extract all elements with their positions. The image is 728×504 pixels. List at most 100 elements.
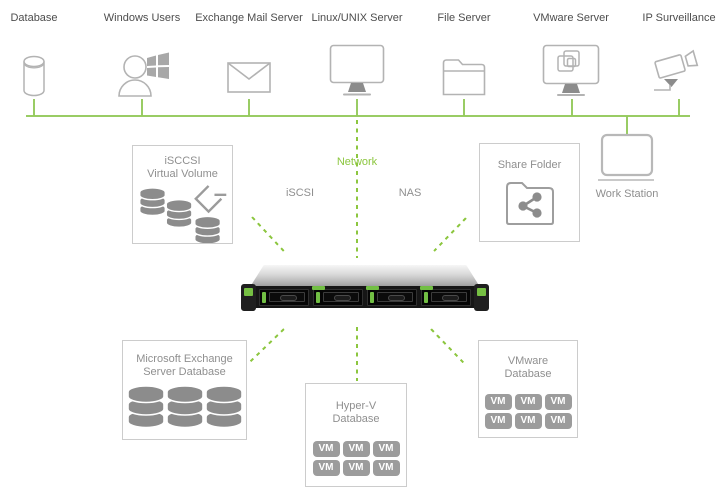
bus-tick bbox=[33, 99, 35, 116]
dashed-line-iscsi-to-nas bbox=[251, 216, 286, 253]
vm-badge: VM bbox=[372, 440, 400, 457]
panel-accent bbox=[366, 285, 379, 290]
dashed-line-sharefolder-to-nas bbox=[433, 217, 467, 252]
vm-badge-grid: VM VM VM VM VM VM bbox=[480, 392, 576, 430]
box-title-line2: Database bbox=[332, 413, 380, 425]
drive-handle bbox=[388, 295, 406, 301]
network-label: Network bbox=[336, 156, 378, 168]
drive-latch bbox=[424, 291, 428, 303]
rack-ear-right bbox=[474, 284, 489, 311]
bus-tick bbox=[141, 99, 143, 116]
vm-badge: VM bbox=[544, 393, 572, 410]
dashed-line-network-to-nas bbox=[356, 120, 358, 258]
box-title-line2: Virtual Volume bbox=[147, 168, 218, 180]
vmware-database-box: VMware Database VM VM VM VM VM VM bbox=[478, 340, 578, 438]
box-title: Share Folder bbox=[497, 159, 562, 171]
disk-stacks-diamond-icon bbox=[138, 185, 226, 243]
iscsi-label: iSCSI bbox=[285, 187, 315, 199]
ear-accent bbox=[477, 288, 486, 296]
windows-users-icon bbox=[118, 52, 169, 97]
vm-badge: VM bbox=[312, 459, 340, 476]
node-label: Windows Users bbox=[103, 12, 181, 24]
drive-handle bbox=[442, 295, 460, 301]
exchange-database-box: Microsoft Exchange Server Database bbox=[122, 340, 247, 440]
bus-tick bbox=[571, 99, 573, 116]
vm-badge: VM bbox=[484, 393, 512, 410]
nas-front-panel bbox=[242, 285, 488, 308]
drive-handle bbox=[334, 295, 352, 301]
vm-badge-grid: VM VM VM VM VM VM bbox=[308, 439, 404, 477]
box-title-line1: Microsoft Exchange bbox=[136, 353, 233, 365]
node-label: Database bbox=[10, 12, 58, 24]
node-database: Database bbox=[0, 12, 89, 98]
node-label: File Server bbox=[437, 12, 491, 24]
nas-rackmount-device bbox=[241, 264, 489, 312]
bus-tick bbox=[248, 99, 250, 116]
monitor-icon bbox=[329, 44, 385, 96]
drive-tray bbox=[377, 292, 413, 302]
node-label: VMware Server bbox=[533, 12, 609, 24]
box-title-line2: Server Database bbox=[143, 366, 226, 378]
node-vmware-server: VMware Server bbox=[516, 12, 626, 98]
drive-latch bbox=[316, 291, 320, 303]
vm-badge: VM bbox=[484, 412, 512, 429]
hyperv-database-box: Hyper-V Database VM VM VM VM VM VM bbox=[305, 383, 407, 487]
drive-latch bbox=[262, 291, 266, 303]
node-windows-users: Windows Users bbox=[87, 12, 197, 98]
vm-badge: VM bbox=[312, 440, 340, 457]
vm-badge: VM bbox=[372, 459, 400, 476]
vm-badge: VM bbox=[342, 440, 370, 457]
node-label: Exchange Mail Server bbox=[195, 12, 303, 24]
dashed-line-nas-to-hyperv bbox=[356, 327, 358, 381]
node-exchange-mail-server: Exchange Mail Server bbox=[194, 12, 304, 98]
database-stacks-icon bbox=[127, 386, 242, 429]
workstation-monitor-icon bbox=[600, 133, 654, 177]
share-folder-box: Share Folder bbox=[479, 143, 580, 242]
box-title-line1: VMware bbox=[507, 355, 549, 367]
workstation-base-line bbox=[598, 179, 654, 181]
node-ip-surveillance: IP Surveillance bbox=[624, 12, 728, 98]
vm-badge: VM bbox=[514, 412, 542, 429]
drive-tray bbox=[431, 292, 467, 302]
vm-badge: VM bbox=[342, 459, 370, 476]
network-bus-line bbox=[26, 115, 690, 117]
iscsi-virtual-volume-box: iSCCSI Virtual Volume bbox=[132, 145, 233, 244]
node-file-server: File Server bbox=[409, 12, 519, 98]
bus-tick bbox=[356, 99, 358, 116]
database-icon bbox=[23, 55, 45, 97]
node-label: Linux/UNIX Server bbox=[311, 12, 403, 24]
box-title-line1: Hyper-V bbox=[335, 400, 377, 412]
nas-top-cover bbox=[250, 265, 480, 287]
drive-bay bbox=[366, 285, 417, 306]
mail-envelope-icon bbox=[227, 62, 271, 93]
ear-accent bbox=[244, 288, 253, 296]
workstation-label: Work Station bbox=[595, 188, 659, 200]
drive-tray bbox=[269, 292, 305, 302]
vm-badge: VM bbox=[544, 412, 572, 429]
bus-tick bbox=[678, 99, 680, 116]
bus-tick bbox=[463, 99, 465, 116]
dashed-line-nas-to-exchange bbox=[249, 328, 285, 363]
share-folder-icon bbox=[505, 182, 554, 225]
node-label: IP Surveillance bbox=[642, 12, 716, 24]
panel-accent bbox=[312, 285, 325, 290]
folder-icon bbox=[442, 59, 486, 96]
surveillance-camera-icon bbox=[654, 49, 699, 91]
drive-handle bbox=[280, 295, 298, 301]
rack-ear-left bbox=[241, 284, 256, 311]
panel-accent bbox=[420, 285, 433, 290]
drive-latch bbox=[370, 291, 374, 303]
vm-badge: VM bbox=[514, 393, 542, 410]
drive-bay bbox=[259, 288, 309, 306]
dashed-line-nas-to-vmware bbox=[430, 328, 465, 364]
vmware-monitor-icon bbox=[542, 44, 600, 96]
drive-bay bbox=[312, 285, 363, 306]
drive-tray bbox=[323, 292, 359, 302]
workstation-drop-line bbox=[626, 116, 628, 135]
drive-bay bbox=[420, 285, 471, 306]
box-title-line1: iSCCSI bbox=[164, 155, 201, 167]
nas-label: NAS bbox=[398, 187, 422, 199]
node-linux-unix-server: Linux/UNIX Server bbox=[302, 12, 412, 98]
drive-bay-row bbox=[259, 285, 471, 306]
